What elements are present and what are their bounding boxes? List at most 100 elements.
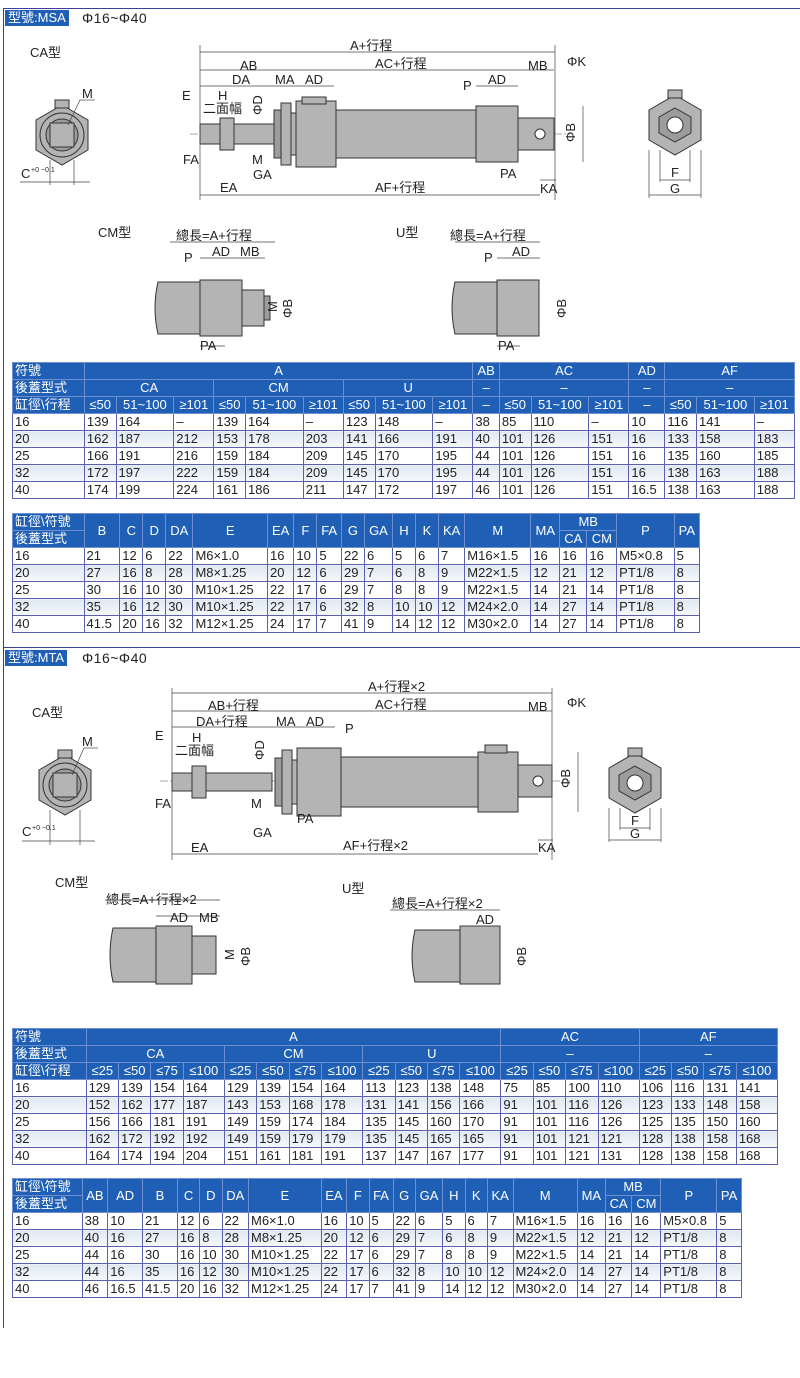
table-cell: 9 [414, 1280, 444, 1298]
table-cell: 75 [500, 1079, 534, 1097]
table-cell: 145 [394, 1113, 428, 1131]
left-rule [3, 8, 4, 1328]
table-cell: 126 [530, 447, 590, 465]
table-cell: 20 [12, 564, 85, 582]
table-cell: 10 [199, 1246, 223, 1264]
header-cell: P [616, 513, 675, 548]
table-cell: 135 [664, 447, 697, 465]
table-cell: 151 [588, 464, 630, 482]
table-cell: 35 [83, 598, 121, 616]
table-cell: 10 [464, 1263, 488, 1281]
table-cell: 126 [597, 1096, 640, 1114]
header-cell: AF [638, 1028, 779, 1046]
table-cell: M5×0.8 [616, 547, 675, 565]
svg-text:H: H [218, 88, 227, 103]
svg-text:P: P [463, 78, 472, 93]
table-cell: 24 [266, 615, 295, 633]
table-cell: 40 [12, 615, 85, 633]
svg-text:MB: MB [199, 910, 219, 925]
header-cell: FA [368, 1178, 394, 1213]
header-cell: EA [266, 513, 295, 548]
rear-end-view: F G [608, 747, 662, 842]
table-cell: 22 [266, 598, 295, 616]
table-cell: 101 [498, 430, 532, 448]
header-cell: AD [107, 1178, 144, 1213]
table-cell: 212 [173, 430, 215, 448]
table-cell: 156 [85, 1113, 119, 1131]
front-end-view: M C +0 −0.1 [20, 86, 95, 185]
table-cell: 192 [150, 1130, 184, 1148]
header-cell: CM [631, 1195, 662, 1213]
header-cell: MA [576, 1178, 606, 1213]
table-cell: 10 [628, 413, 666, 431]
table-cell: 16 [119, 564, 144, 582]
svg-text:+0 −0.1: +0 −0.1 [32, 825, 56, 832]
table-cell: 159 [256, 1113, 290, 1131]
table-cell: 141 [394, 1096, 428, 1114]
table-cell: 123 [394, 1079, 428, 1097]
svg-text:ΦK: ΦK [567, 695, 586, 710]
svg-text:總長=A+行程×2: 總長=A+行程×2 [392, 896, 483, 911]
header-cell: G [340, 513, 365, 548]
svg-text:ΦB: ΦB [554, 299, 569, 318]
table-cell: 126 [597, 1113, 640, 1131]
table-cell: 35 [142, 1263, 178, 1281]
table-cell: 16 [12, 547, 85, 565]
svg-text:M: M [82, 734, 93, 749]
table-cell: 14 [530, 598, 561, 616]
bore-range-msa: Φ16~Φ40 [82, 10, 148, 26]
table-cell: PT1/8 [616, 581, 675, 599]
table-cell: 121 [565, 1130, 599, 1148]
table-cell: 159 [213, 464, 247, 482]
header-cell: – [628, 396, 666, 414]
table-cell: 6 [464, 1212, 488, 1230]
table-cell: 9 [486, 1229, 514, 1247]
table-cell: 6 [368, 1229, 394, 1247]
table-cell: 101 [498, 447, 532, 465]
table-cell: 28 [165, 564, 194, 582]
table-cell: 16 [559, 547, 588, 565]
table-cell: 20 [12, 1229, 83, 1247]
table-cell: 25 [12, 1113, 87, 1131]
svg-text:MA: MA [275, 72, 295, 87]
table-cell: 40 [472, 430, 500, 448]
header-cell: CM [213, 379, 344, 397]
header-cell: ≤50 [532, 1062, 567, 1080]
table-cell: 16 [119, 598, 144, 616]
rear-end-view: F G [648, 89, 702, 198]
cm-view: CM型 總長=A+行程 P AD MB M ΦB PA [98, 225, 295, 353]
table-cell: 166 [117, 1113, 152, 1131]
table-cell: 100 [565, 1079, 599, 1097]
table-cell: 14 [530, 615, 561, 633]
table-cell: 16 [119, 581, 144, 599]
table-cell: 126 [530, 464, 590, 482]
table-cell: 161 [256, 1147, 290, 1165]
table-cell: 38 [472, 413, 500, 431]
table-cell: 164 [245, 413, 304, 431]
table-cell: 12 [199, 1263, 223, 1281]
table-cell: 21 [604, 1246, 633, 1264]
header-cell: 缸徑\行程 [12, 1062, 87, 1080]
header-cell: MB [604, 1178, 662, 1196]
table-cell: M10×1.25 [248, 1263, 322, 1281]
ca-side-view: A+行程 AB AC+行程 MB ΦK DA MA AD P AD E H 二面… [182, 38, 586, 200]
svg-text:KA: KA [540, 181, 558, 196]
table-cell: 22 [320, 1263, 348, 1281]
table-cell: 162 [117, 1096, 152, 1114]
table-cell: 163 [695, 481, 755, 499]
table-cell: 164 [85, 1147, 119, 1165]
header-cell: 51~100 [374, 396, 434, 414]
header-cell: – [498, 379, 630, 397]
table-cell: 166 [459, 1096, 502, 1114]
table-cell: 128 [638, 1130, 673, 1148]
table-cell: 29 [340, 581, 365, 599]
table-cell: 14 [530, 581, 561, 599]
table-cell: 145 [394, 1130, 428, 1148]
header-cell: ≥101 [588, 396, 630, 414]
svg-text:ΦD: ΦD [250, 95, 265, 115]
svg-text:FA: FA [183, 152, 199, 167]
